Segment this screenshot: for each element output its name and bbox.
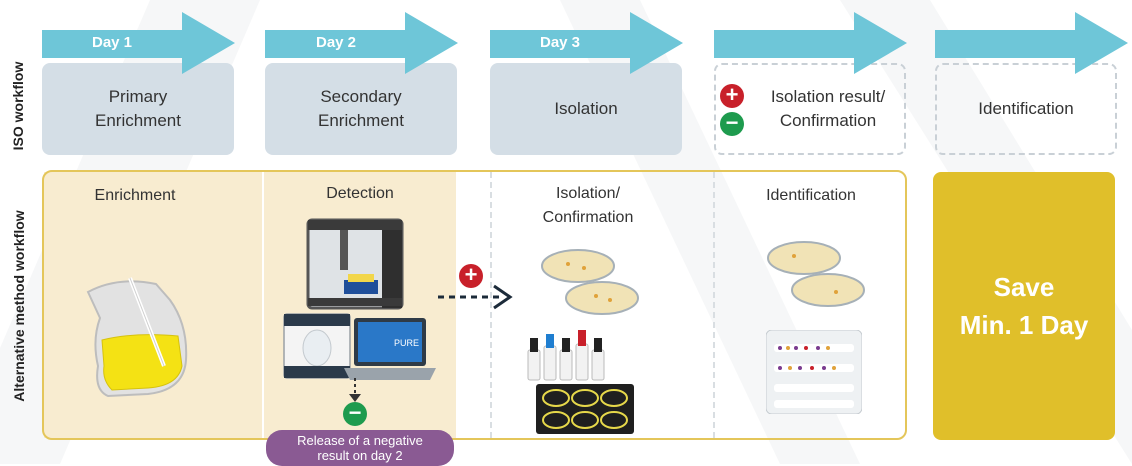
iso-day1-line2: Enrichment: [95, 111, 181, 130]
day1-arrow-icon: [42, 12, 235, 74]
day1-label: Day 1: [92, 34, 133, 51]
release-note-line1: Release of a negative: [297, 433, 423, 448]
save-line1: Save: [993, 272, 1055, 302]
reagent-bottles-icon: [527, 330, 605, 381]
down-dashed-arrow-icon: [349, 378, 361, 402]
iso-day4-line1: Isolation result/: [770, 87, 886, 106]
save-time-box: Save Min. 1 Day: [933, 172, 1115, 440]
isolation-column-divider: [490, 172, 492, 438]
day5-arrow-icon: [935, 12, 1128, 74]
alt-workflow-label: Alternative method workflow: [11, 210, 27, 402]
laptop-icon: PURE: [344, 318, 436, 380]
positive-result-icon: +: [459, 264, 483, 288]
petri-dishes-icon: [541, 249, 639, 315]
iso-day2-line1: Secondary: [320, 87, 402, 106]
identification-dishes-icon: [767, 241, 865, 307]
release-note-line2: result on day 2: [317, 448, 403, 463]
iso-day3-box: Isolation: [490, 63, 682, 155]
dashed-right-arrow-icon: [438, 284, 513, 310]
day2-arrow-icon: [265, 12, 458, 74]
iso-day4-box: Isolation result/Confirmation: [714, 63, 906, 155]
release-note-pill: Release of a negative result on day 2: [266, 430, 454, 466]
identification-strip-icon: [766, 330, 862, 414]
reader-device-icon: [283, 313, 351, 379]
detection-robot-icon: [306, 218, 404, 310]
isolation-title-line2: Confirmation: [542, 209, 634, 226]
negative-icon: −: [720, 112, 744, 136]
day3-arrow-icon: [490, 12, 683, 74]
save-line2: Min. 1 Day: [959, 310, 1089, 340]
isolation-title: Isolation/ Confirmation: [488, 182, 688, 230]
enrichment-title: Enrichment: [94, 187, 176, 204]
laptop-brand: PURE: [394, 338, 419, 348]
iso-day3-text: Isolation: [554, 99, 618, 118]
iso-day2-line2: Enrichment: [318, 111, 404, 130]
iso-day5-text: Identification: [978, 99, 1074, 118]
isolation-title-line1: Isolation/: [555, 185, 621, 202]
day2-label: Day 2: [316, 34, 357, 51]
test-plate-icon: [536, 384, 634, 434]
iso-day1-line1: Primary: [108, 87, 168, 106]
alternative-workflow-frame: [42, 170, 907, 440]
identification-column-divider: [713, 172, 715, 438]
day5-label: Day 5: [986, 12, 1027, 29]
iso-day5-box: Identification: [935, 63, 1117, 155]
identification-title: Identification: [766, 187, 856, 204]
negative-result-icon: −: [343, 402, 367, 426]
iso-workflow-label: ISO workflow: [10, 61, 26, 151]
enrichment-bag-icon: [86, 277, 188, 398]
detection-title: Detection: [326, 185, 394, 202]
day4-label: Day 4: [764, 12, 805, 29]
positive-icon: +: [720, 84, 744, 108]
day4-arrow-icon: [714, 12, 907, 74]
iso-day4-line2: Confirmation: [779, 111, 877, 130]
day3-label: Day 3: [540, 34, 581, 51]
